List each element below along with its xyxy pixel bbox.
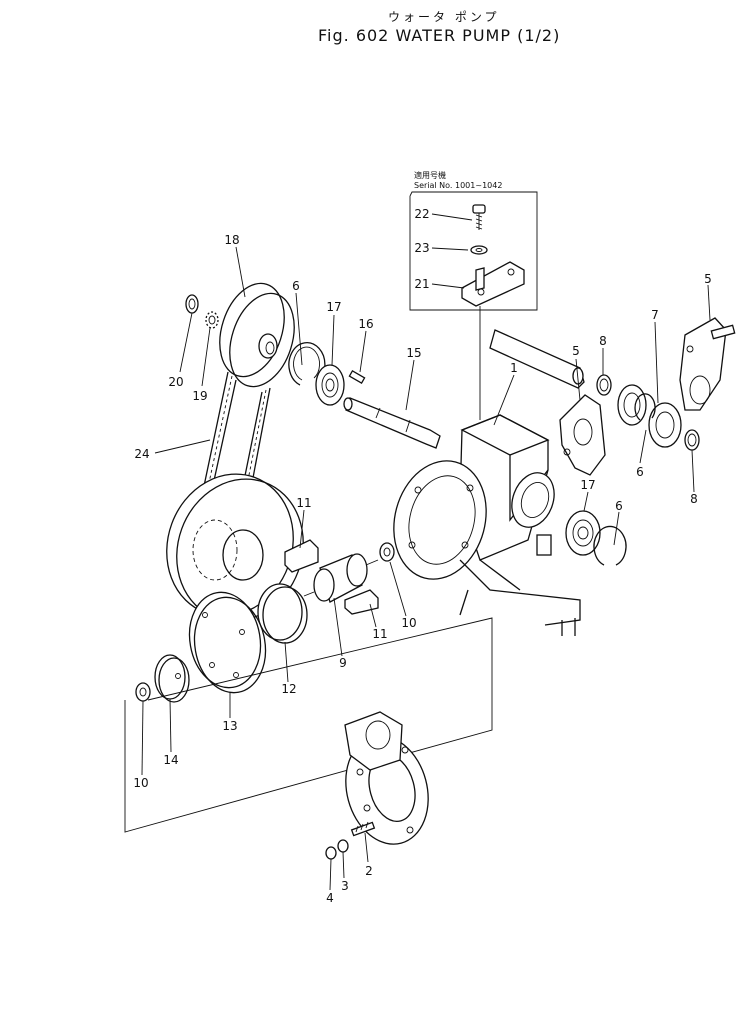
callout-17-right: 17: [580, 478, 596, 492]
callout-15: 15: [406, 346, 422, 360]
part-11-clip-upper: [284, 539, 319, 573]
callout-3: 3: [341, 879, 349, 893]
drive-pulley: [166, 473, 304, 622]
callout-7: 7: [651, 308, 659, 322]
callout-8-lower: 8: [690, 492, 698, 506]
part-14-cap: [154, 654, 190, 703]
part-13-cover-plate: [188, 591, 267, 694]
callout-19: 19: [192, 389, 208, 403]
part-9-rubber-mount: [303, 553, 379, 603]
part-22-bolt: [472, 204, 486, 230]
callout-13: 13: [222, 719, 238, 733]
part-6-snap-ring-lower: [593, 525, 627, 566]
callout-18: 18: [224, 233, 240, 247]
part-7-bearing-pair: [617, 384, 682, 448]
part-11-clip-lower: [344, 589, 379, 615]
callout-14: 14: [163, 753, 179, 767]
part-4-nut: [325, 846, 337, 860]
part-5-bearing-housing: [559, 394, 606, 476]
callout-10-lower: 10: [133, 776, 149, 790]
part-18-pulley: [219, 282, 295, 388]
right-shaft: [489, 329, 585, 389]
callout-1: 1: [510, 361, 518, 375]
callout-12: 12: [281, 682, 297, 696]
part-12-disc: [257, 583, 308, 644]
leader-lines: [141, 213, 711, 891]
part-5-cover-right: [679, 317, 736, 411]
callout-10-upper: 10: [401, 616, 417, 630]
part-1-pump-body: [393, 414, 581, 636]
callout-22: 22: [414, 207, 430, 221]
inset-applicable-label: 適用号機: [414, 171, 446, 180]
callout-24: 24: [134, 447, 150, 461]
callout-5-middle: 5: [572, 344, 580, 358]
callout-21: 21: [414, 277, 430, 291]
inset-serial-label: 適用号機 Serial No. 1001~1042: [414, 171, 502, 191]
callout-6-lower: 6: [615, 499, 623, 513]
part-6-snap-ring-right: [634, 393, 656, 421]
part-21-bracket: [461, 261, 525, 307]
callout-20: 20: [168, 375, 184, 389]
part-8-snap-ring-lower: [684, 429, 700, 451]
part-3-washer: [337, 839, 349, 853]
assembly-group-outline: [124, 617, 493, 833]
callout-2: 2: [365, 864, 373, 878]
part-23-washer: [470, 245, 488, 255]
part-17-bearing-top: [315, 364, 345, 406]
part-2-stud-bolt: [350, 821, 376, 837]
part-15-shaft: [343, 397, 441, 449]
callout-4: 4: [326, 891, 334, 905]
inset-serial-range: Serial No. 1001~1042: [414, 181, 503, 190]
callout-6-right: 6: [636, 465, 644, 479]
callout-23: 23: [414, 241, 430, 255]
part-10-nut-lower: [135, 682, 151, 702]
part-16-key: [348, 370, 366, 384]
callout-5-right: 5: [704, 272, 712, 286]
part-19-lock-washer: [205, 311, 219, 329]
callout-9: 9: [339, 656, 347, 670]
figure-title: Fig. 602 WATER PUMP (1/2): [318, 26, 561, 45]
part-17-bearing-right: [565, 510, 601, 556]
callout-8-upper: 8: [599, 334, 607, 348]
callout-17-top: 17: [326, 300, 342, 314]
callout-11-upper: 11: [296, 496, 312, 510]
part-20-nut: [185, 294, 199, 314]
callout-6-top: 6: [292, 279, 300, 293]
serial-inset-frame: [409, 191, 538, 311]
part-10-nut-upper: [379, 542, 395, 562]
figure-title-japanese: ウォータ ポンプ: [388, 10, 500, 24]
callout-11-lower: 11: [372, 627, 388, 641]
outlet-housing: [344, 711, 429, 845]
part-8-snap-ring-upper: [596, 374, 612, 396]
callout-16: 16: [358, 317, 374, 331]
